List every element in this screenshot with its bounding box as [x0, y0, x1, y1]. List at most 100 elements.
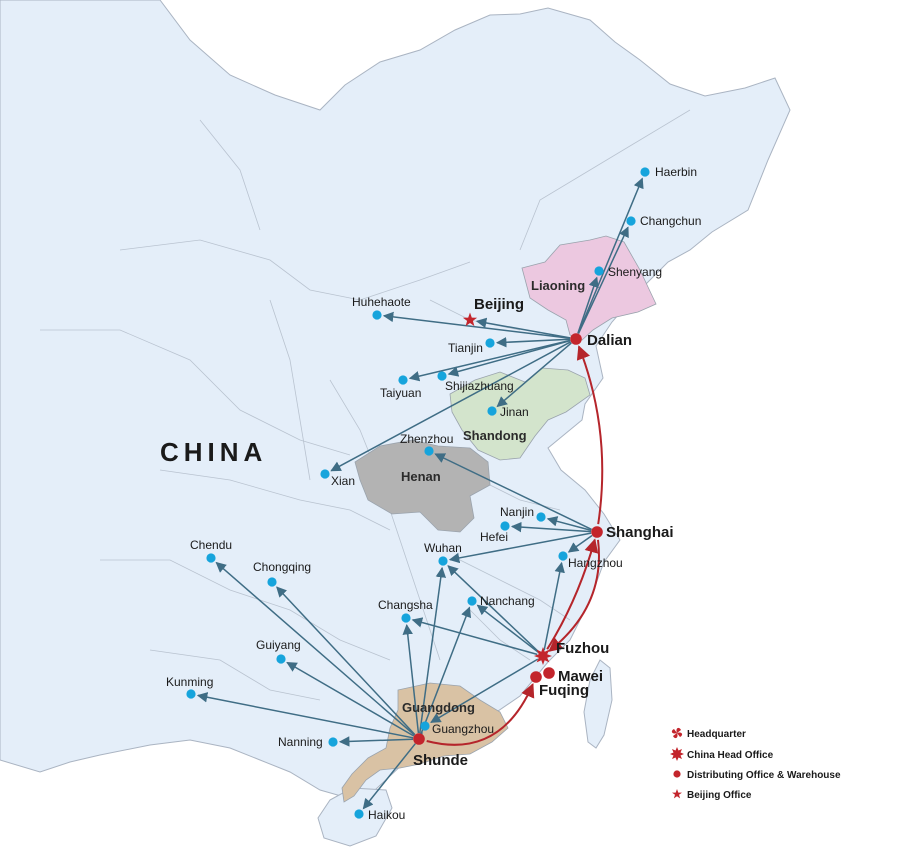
region-label-liaoning: Liaoning: [531, 278, 585, 293]
city-label-hefei: Hefei: [480, 530, 508, 544]
starburst-icon: [670, 747, 684, 761]
route-dalian-to-haerbin: [577, 177, 644, 334]
china-head-office-starburst-icon[interactable]: [534, 647, 552, 665]
city-label-zhenzhou: Zhenzhou: [400, 432, 453, 446]
region-henan: [354, 439, 491, 533]
city-dot-guangzhou[interactable]: [420, 721, 430, 731]
city-dot-guiyang[interactable]: [276, 654, 286, 664]
route-dalian-to-xian: [330, 341, 572, 472]
city-dot-hefei[interactable]: [500, 521, 510, 531]
region-label-henan: Henan: [401, 469, 441, 484]
country-label: CHINA: [160, 437, 267, 467]
route-shunde-to-kunming: [196, 692, 414, 739]
route-shanghai-to-hangzhou: [567, 534, 593, 553]
route-shunde-to-wuhan: [419, 566, 447, 734]
route-shunde-to-nanchang: [420, 606, 472, 734]
hubs: DalianShanghaiFuzhouMaweiFuqingShundeBei…: [413, 296, 674, 769]
city-label-haerbin: Haerbin: [655, 165, 697, 179]
city-label-changsha: Changsha: [378, 598, 433, 612]
legend-item-beijing-office: Beijing Office: [672, 789, 752, 801]
city-dot-zhenzhou[interactable]: [424, 446, 434, 456]
city-label-taiyuan: Taiyuan: [380, 386, 421, 400]
highlighted-provinces: [341, 235, 657, 803]
pinwheel-icon: [671, 727, 683, 739]
route-fuzhou-to-nanchang: [476, 604, 539, 653]
city-dot-chongqing[interactable]: [267, 577, 277, 587]
city-label-huhehaote: Huhehaote: [352, 295, 411, 309]
city-dot-jinan[interactable]: [487, 406, 497, 416]
city-label-wuhan: Wuhan: [424, 541, 462, 555]
beijing-office-star-icon[interactable]: [462, 312, 478, 327]
hq-route-shunde-to-fuqing: [426, 683, 535, 746]
city-dot-haikou[interactable]: [354, 809, 364, 819]
hub-label-mawei: Mawei: [558, 668, 603, 685]
city-dot-nanning[interactable]: [328, 737, 338, 747]
route-shanghai-to-wuhan: [448, 532, 592, 564]
china-landmass: [0, 0, 791, 801]
city-dot-tianjin[interactable]: [485, 338, 495, 348]
route-shunde-to-chendu: [215, 561, 415, 736]
hub-dot-dalian[interactable]: [570, 333, 582, 345]
land-layer: [0, 0, 791, 847]
route-dalian-to-huhehaote: [382, 311, 571, 340]
city-dot-changchun[interactable]: [626, 216, 636, 226]
hub-label-fuqing: Fuqing: [539, 682, 589, 699]
city-dot-wuhan[interactable]: [438, 556, 448, 566]
legend-label-distributing-office: Distributing Office & Warehouse: [687, 770, 841, 781]
city-label-changchun: Changchun: [640, 214, 701, 228]
hub-dot-shanghai[interactable]: [591, 526, 603, 538]
route-shanghai-to-nanjin: [546, 516, 592, 532]
city-label-jinan: Jinan: [500, 405, 529, 419]
city-dot-changsha[interactable]: [401, 613, 411, 623]
city-label-guiyang: Guiyang: [256, 638, 301, 652]
route-dalian-to-shenyang: [577, 276, 599, 334]
city-label-guangzhou: Guangzhou: [432, 722, 494, 736]
city-dot-taiyuan[interactable]: [398, 375, 408, 385]
legend: Headquarter China Head Office Distributi…: [670, 727, 841, 801]
hub-label-fuzhou: Fuzhou: [556, 640, 609, 657]
city-dot-kunming[interactable]: [186, 689, 196, 699]
route-dalian-to-beijing: [475, 317, 571, 339]
route-shunde-to-guangzhou: [413, 731, 423, 744]
route-shanghai-to-hefei: [510, 521, 592, 533]
route-dalian-to-taiyuan: [408, 339, 571, 382]
hq-route-shanghai-to-dalian: [576, 345, 604, 525]
city-dot-shenyang[interactable]: [594, 266, 604, 276]
city-dot-hangzhou[interactable]: [558, 551, 568, 561]
legend-label-china-head-office: China Head Office: [687, 750, 774, 761]
route-shanghai-to-zhenzhou: [434, 453, 592, 531]
route-dalian-to-changchun: [577, 226, 629, 334]
city-dot-nanjin[interactable]: [536, 512, 546, 522]
headquarter-routes: [426, 345, 604, 746]
city-label-tianjin: Tianjin: [448, 341, 483, 355]
hub-label-shunde: Shunde: [413, 752, 468, 769]
route-dalian-to-jinan: [496, 342, 572, 408]
taiwan-island: [583, 659, 613, 749]
city-dot-haerbin[interactable]: [640, 167, 650, 177]
star-icon: [672, 789, 682, 799]
city-label-hangzhou: Hangzhou: [568, 556, 623, 570]
city-label-xian: Xian: [331, 474, 355, 488]
region-label-guangdong: Guangdong: [402, 700, 475, 715]
hq-route-shanghai-to-fuzhou: [548, 539, 600, 652]
hub-label-beijing: Beijing: [474, 296, 524, 313]
city-dot-shijiazhuang[interactable]: [437, 371, 447, 381]
city-label-shijiazhuang: Shijiazhuang: [445, 379, 514, 393]
city-dot-huhehaote[interactable]: [372, 310, 382, 320]
city-dot-nanchang[interactable]: [467, 596, 477, 606]
hub-dot-shunde[interactable]: [413, 733, 425, 745]
city-label-haikou: Haikou: [368, 808, 405, 822]
route-shunde-to-chongqing: [276, 586, 416, 736]
city-label-shenyang: Shenyang: [608, 265, 662, 279]
legend-label-beijing-office: Beijing Office: [687, 790, 752, 801]
route-fuzhou-to-changsha: [411, 617, 538, 656]
hub-dot-fuqing[interactable]: [530, 671, 542, 683]
city-dot-chendu[interactable]: [206, 553, 216, 563]
hub-dot-mawei[interactable]: [543, 667, 555, 679]
route-shunde-to-changsha: [402, 623, 420, 734]
city-dot-xian[interactable]: [320, 469, 330, 479]
route-fuzhou-to-hangzhou: [543, 561, 565, 651]
route-fuzhou-to-wuhan: [447, 565, 540, 653]
